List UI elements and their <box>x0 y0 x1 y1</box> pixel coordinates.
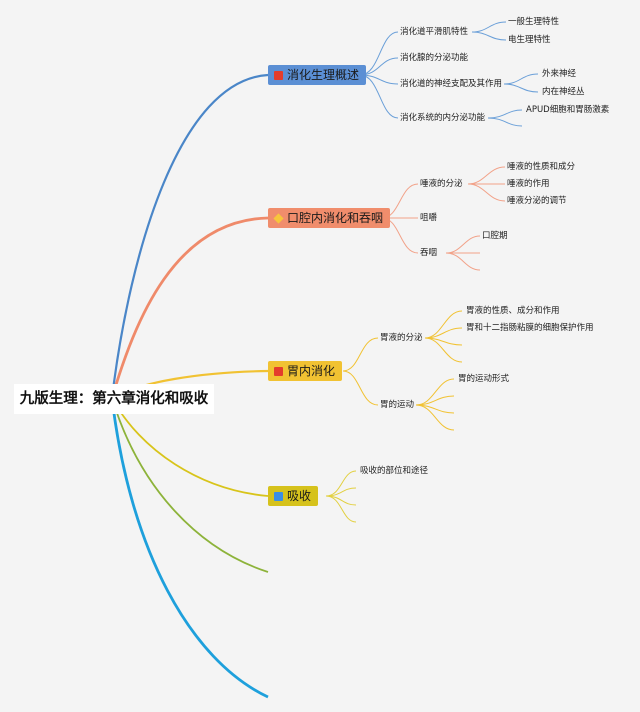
branch-3-connectors <box>342 310 463 431</box>
subtopic-1-1[interactable]: 消化道平滑肌特性 <box>400 27 469 37</box>
branch-topic-1[interactable]: 消化生理概述 <box>268 65 367 85</box>
subtopic-2-1-1[interactable]: 唾液的性质和成分 <box>507 162 576 172</box>
subtopic-2-2[interactable]: 咀嚼 <box>420 213 438 223</box>
red-flag-icon <box>274 366 283 376</box>
connector-root-branch-2 <box>110 216 269 399</box>
subtopic-1-1-2[interactable]: 电生理特性 <box>508 35 551 45</box>
subtopic-1-4[interactable]: 消化系统的内分泌功能 <box>400 113 486 123</box>
subtopic-4-1[interactable]: 吸收的部位和途径 <box>360 466 429 476</box>
branch-topic-2[interactable]: 口腔内消化和吞咽 <box>268 208 391 228</box>
subtopic-1-4-1[interactable]: APUD细胞和胃肠激素 <box>526 105 610 115</box>
branch-topic-4-label: 吸收 <box>287 489 312 503</box>
connector-root-branch-1 <box>110 73 269 399</box>
subtopic-2-3[interactable]: 吞咽 <box>420 248 438 258</box>
subtopic-2-1[interactable]: 唾液的分泌 <box>420 179 463 189</box>
branch-topic-3-label: 胃内消化 <box>287 364 336 378</box>
subtopic-2-1-2[interactable]: 唾液的作用 <box>507 179 550 189</box>
subtopic-3-1[interactable]: 胃液的分泌 <box>380 333 423 343</box>
connector-root-branch-4 <box>111 397 269 497</box>
subtopic-1-3-2[interactable]: 内在神经丛 <box>542 87 585 97</box>
root-topic[interactable]: 九版生理：第六章消化和吸收 <box>14 384 214 414</box>
subtopic-3-1-1[interactable]: 胃液的性质、成分和作用 <box>466 306 560 316</box>
subtopic-2-1-3[interactable]: 唾液分泌的调节 <box>507 196 567 206</box>
subtopic-1-3[interactable]: 消化道的神经支配及其作用 <box>400 79 503 89</box>
subtopic-3-2[interactable]: 胃的运动 <box>380 400 415 410</box>
red-flag-icon <box>274 70 283 80</box>
subtopic-1-2[interactable]: 消化腺的分泌功能 <box>400 53 469 63</box>
gem-icon <box>273 212 284 224</box>
branch-topic-2-label: 口腔内消化和吞咽 <box>287 211 384 225</box>
connector-root-branch-5 <box>111 397 269 573</box>
connector-root-branch-6 <box>110 397 269 699</box>
subtopic-3-1-2[interactable]: 胃和十二指肠粘膜的细胞保护作用 <box>466 323 594 333</box>
subtopic-2-3-1[interactable]: 口腔期 <box>482 231 508 241</box>
branch-4-connectors <box>325 470 357 523</box>
branch-topic-1-label: 消化生理概述 <box>287 68 360 82</box>
branch-topic-3[interactable]: 胃内消化 <box>268 361 343 381</box>
subtopic-3-2-1[interactable]: 胃的运动形式 <box>458 374 510 384</box>
subtopic-1-1-1[interactable]: 一般生理特性 <box>508 17 560 27</box>
branch-topic-4[interactable]: 吸收 <box>268 486 319 506</box>
subtopic-1-3-1[interactable]: 外来神经 <box>542 69 577 79</box>
blue-flag-icon <box>274 491 283 501</box>
